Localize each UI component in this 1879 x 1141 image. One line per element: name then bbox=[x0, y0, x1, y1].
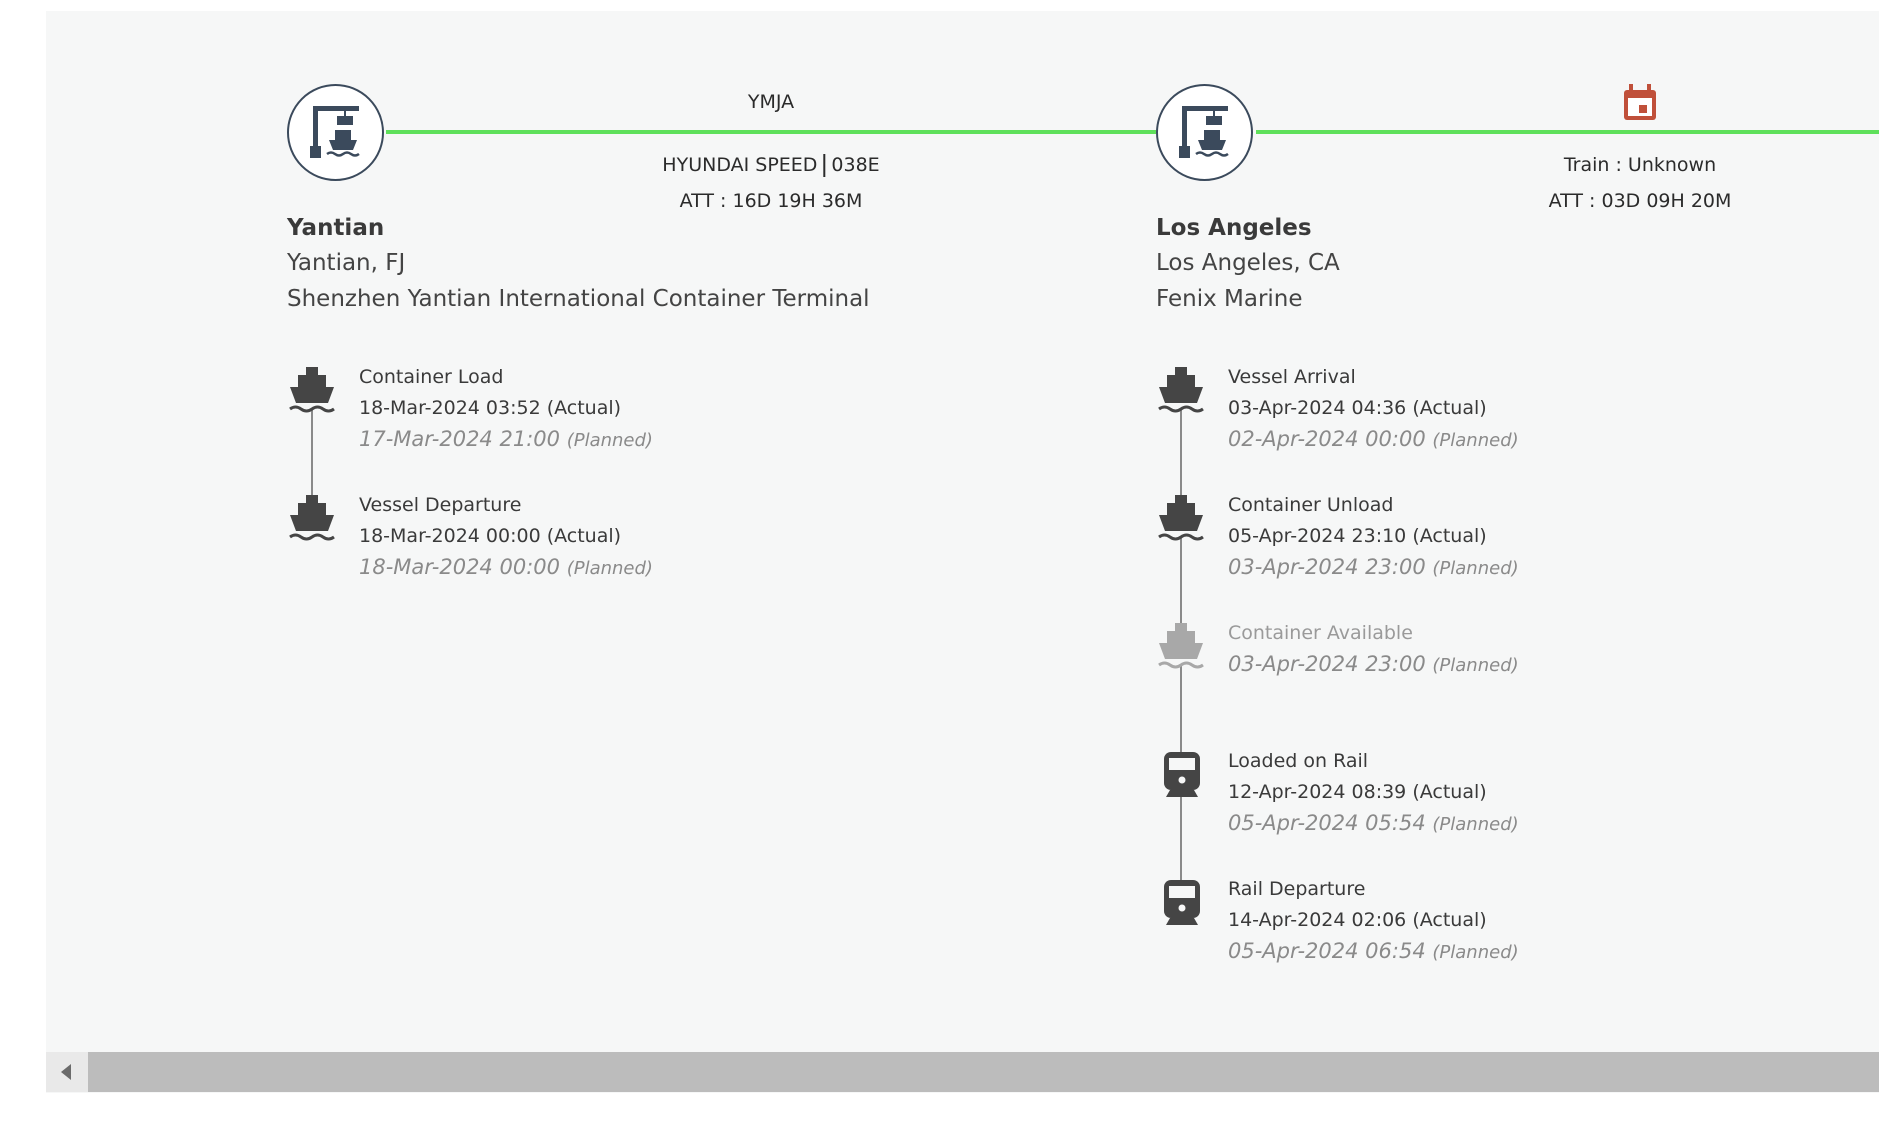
ship-icon bbox=[1158, 367, 1204, 413]
event-planned-date: 05-Apr-2024 06:54 (Planned) bbox=[1228, 939, 1519, 963]
event-planned-date: 18-Mar-2024 00:00 (Planned) bbox=[359, 555, 653, 579]
planned-tag: (Planned) bbox=[1432, 942, 1519, 963]
planned-date-value: 05-Apr-2024 05:54 bbox=[1228, 811, 1426, 835]
planned-tag: (Planned) bbox=[566, 558, 653, 579]
vessel-name: HYUNDAI SPEED bbox=[662, 154, 818, 176]
scroll-left-button[interactable] bbox=[46, 1052, 88, 1092]
vessel-voyage-divider bbox=[823, 154, 826, 177]
event-planned-date: 17-Mar-2024 21:00 (Planned) bbox=[359, 427, 653, 451]
event-title: Container Unload bbox=[1228, 494, 1394, 516]
port-terminal: Fenix Marine bbox=[1156, 286, 1303, 312]
event-title: Container Available bbox=[1228, 622, 1413, 644]
planned-tag: (Planned) bbox=[1432, 655, 1519, 676]
voyage-number: 038E bbox=[831, 154, 880, 176]
event-planned-date: 02-Apr-2024 00:00 (Planned) bbox=[1228, 427, 1519, 451]
port-name: Yantian bbox=[287, 215, 385, 241]
event-actual-date: 18-Mar-2024 00:00 (Actual) bbox=[359, 525, 622, 547]
event-title: Rail Departure bbox=[1228, 878, 1366, 900]
leg-transit-time: ATT : 16D 19H 36M bbox=[679, 190, 863, 212]
ship-icon bbox=[289, 495, 335, 541]
event-title: Container Load bbox=[359, 366, 504, 388]
planned-date-value: 05-Apr-2024 06:54 bbox=[1228, 939, 1426, 963]
planned-date-value: 03-Apr-2024 23:00 bbox=[1228, 555, 1426, 579]
planned-date-value: 03-Apr-2024 23:00 bbox=[1228, 652, 1426, 676]
event-connector bbox=[1180, 536, 1182, 626]
caret-left-icon bbox=[61, 1064, 71, 1080]
event-title: Vessel Departure bbox=[359, 494, 522, 516]
event-title: Loaded on Rail bbox=[1228, 750, 1369, 772]
port-terminal: Shenzhen Yantian International Container… bbox=[287, 286, 870, 312]
event-title: Vessel Arrival bbox=[1228, 366, 1356, 388]
event-actual-date: 03-Apr-2024 04:36 (Actual) bbox=[1228, 397, 1487, 419]
planned-tag: (Planned) bbox=[1432, 430, 1519, 451]
route-line-rail bbox=[1256, 130, 1879, 134]
event-actual-date: 12-Apr-2024 08:39 (Actual) bbox=[1228, 781, 1487, 803]
event-connector bbox=[1180, 792, 1182, 882]
event-planned-date: 03-Apr-2024 23:00 (Planned) bbox=[1228, 652, 1519, 676]
event-planned-date: 05-Apr-2024 05:54 (Planned) bbox=[1228, 811, 1519, 835]
route-line-ocean bbox=[386, 130, 1156, 134]
port-terminal-icon-yantian bbox=[287, 84, 384, 181]
event-actual-date: 05-Apr-2024 23:10 (Actual) bbox=[1228, 525, 1487, 547]
calendar-icon bbox=[1624, 84, 1656, 120]
ship-icon bbox=[1158, 623, 1204, 669]
port-name: Los Angeles bbox=[1156, 215, 1312, 241]
ship-icon bbox=[1158, 495, 1204, 541]
planned-tag: (Planned) bbox=[566, 430, 653, 451]
planned-tag: (Planned) bbox=[1432, 558, 1519, 579]
leg-mode: Train : Unknown bbox=[1563, 154, 1717, 176]
event-planned-date: 03-Apr-2024 23:00 (Planned) bbox=[1228, 555, 1519, 579]
port-terminal-icon-los-angeles bbox=[1156, 84, 1253, 181]
crane-ship-icon bbox=[310, 106, 360, 158]
port-city: Los Angeles, CA bbox=[1156, 250, 1340, 276]
leg-transit-time: ATT : 03D 09H 20M bbox=[1548, 190, 1732, 212]
leg-carrier: YMJA bbox=[747, 91, 795, 113]
event-actual-date: 18-Mar-2024 03:52 (Actual) bbox=[359, 397, 622, 419]
port-city: Yantian, FJ bbox=[287, 250, 406, 276]
crane-ship-icon bbox=[1179, 106, 1229, 158]
event-connector bbox=[1180, 664, 1182, 754]
event-connector bbox=[1180, 408, 1182, 498]
event-actual-date: 14-Apr-2024 02:06 (Actual) bbox=[1228, 909, 1487, 931]
horizontal-scrollbar[interactable] bbox=[46, 1052, 1879, 1092]
leg-vessel-voyage: HYUNDAI SPEED 038E bbox=[662, 154, 880, 177]
train-icon bbox=[1164, 752, 1200, 797]
planned-tag: (Planned) bbox=[1432, 814, 1519, 835]
train-icon bbox=[1164, 880, 1200, 925]
event-connector bbox=[311, 408, 313, 498]
planned-date-value: 17-Mar-2024 21:00 bbox=[359, 427, 560, 451]
shipment-journey-panel bbox=[46, 11, 1879, 1093]
ship-icon bbox=[289, 367, 335, 413]
planned-date-value: 18-Mar-2024 00:00 bbox=[359, 555, 560, 579]
planned-date-value: 02-Apr-2024 00:00 bbox=[1228, 427, 1426, 451]
